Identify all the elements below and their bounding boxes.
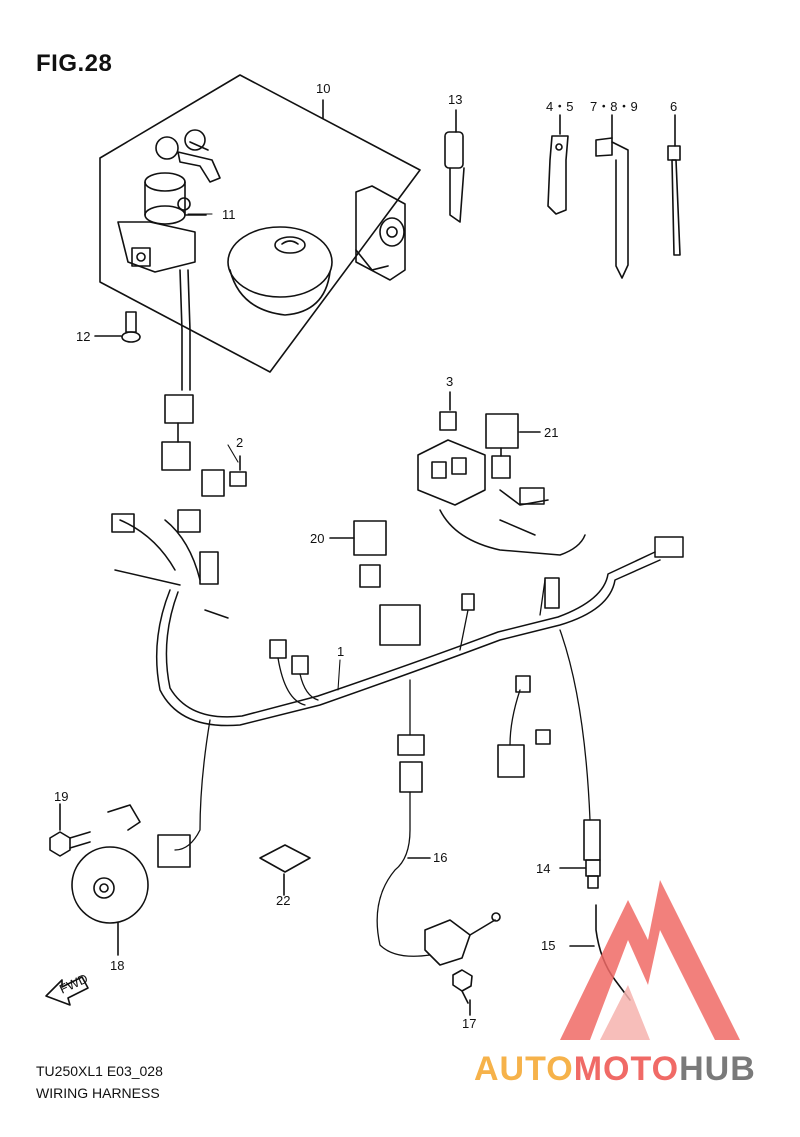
part-label-17: 17 xyxy=(462,1016,476,1031)
key-13 xyxy=(444,109,465,223)
cable-tie-6 xyxy=(667,114,681,256)
switch-14 xyxy=(559,819,601,889)
part-label-6: 6 xyxy=(670,99,677,114)
sensor-16 xyxy=(407,857,501,966)
watermark-part-1: AUTO xyxy=(474,1050,574,1088)
watermark-part-2: MOTO xyxy=(573,1050,680,1088)
seat-lock xyxy=(355,185,406,281)
part-label-12: 12 xyxy=(76,329,90,344)
horn-connector xyxy=(157,834,191,868)
part-label-14: 14 xyxy=(536,861,550,876)
part-label-2: 2 xyxy=(236,435,243,450)
bolt-12 xyxy=(94,311,141,343)
ignition-connector xyxy=(164,394,194,424)
part-label-10: 10 xyxy=(316,81,330,96)
model-code: TU250XL1 E03_028 xyxy=(36,1063,163,1079)
ignition-switch xyxy=(117,172,207,273)
part-label-13: 13 xyxy=(448,92,462,107)
part-label-22: 22 xyxy=(276,893,290,908)
part-label-19: 19 xyxy=(54,789,68,804)
part-label-21: 21 xyxy=(544,425,558,440)
fwd-arrow-icon xyxy=(45,976,89,1006)
part-label-18: 18 xyxy=(110,958,124,973)
fuse-3 xyxy=(439,411,457,431)
part-label-15: 15 xyxy=(541,938,555,953)
fuse-2 xyxy=(229,471,247,487)
part-label-7-8-9: 7・8・9 xyxy=(590,99,638,114)
part-label-3: 3 xyxy=(446,374,453,389)
harness-connectors xyxy=(111,509,560,793)
part-label-1: 1 xyxy=(337,644,344,659)
figure-title: FIG.28 xyxy=(36,50,113,77)
harness-branches xyxy=(174,579,591,957)
relay-21 xyxy=(485,413,541,479)
section-name: WIRING HARNESS xyxy=(36,1085,160,1101)
part-label-4-5: 4・5 xyxy=(546,99,573,114)
bolt-17 xyxy=(452,969,473,1016)
label-22 xyxy=(259,844,311,873)
fuse-box xyxy=(417,439,486,506)
fuel-cap xyxy=(227,226,333,316)
key-set xyxy=(155,129,221,183)
watermark-text: AUTOMOTOHUB xyxy=(474,1050,756,1089)
bolt-19 xyxy=(49,803,91,857)
clamp-7-8-9 xyxy=(595,114,629,279)
part-label-11: 11 xyxy=(222,207,236,222)
main-harness xyxy=(114,487,684,727)
watermark-part-3: HUB xyxy=(679,1050,756,1088)
watermark-logo-icon xyxy=(560,880,740,1040)
part-label-16: 16 xyxy=(433,850,447,865)
part-label-20: 20 xyxy=(310,531,324,546)
relay-20 xyxy=(329,520,387,588)
clamp-4-5 xyxy=(547,114,569,215)
ignition-lead xyxy=(179,269,183,391)
ignition-set-outline xyxy=(99,74,421,373)
horn-18 xyxy=(71,804,149,956)
